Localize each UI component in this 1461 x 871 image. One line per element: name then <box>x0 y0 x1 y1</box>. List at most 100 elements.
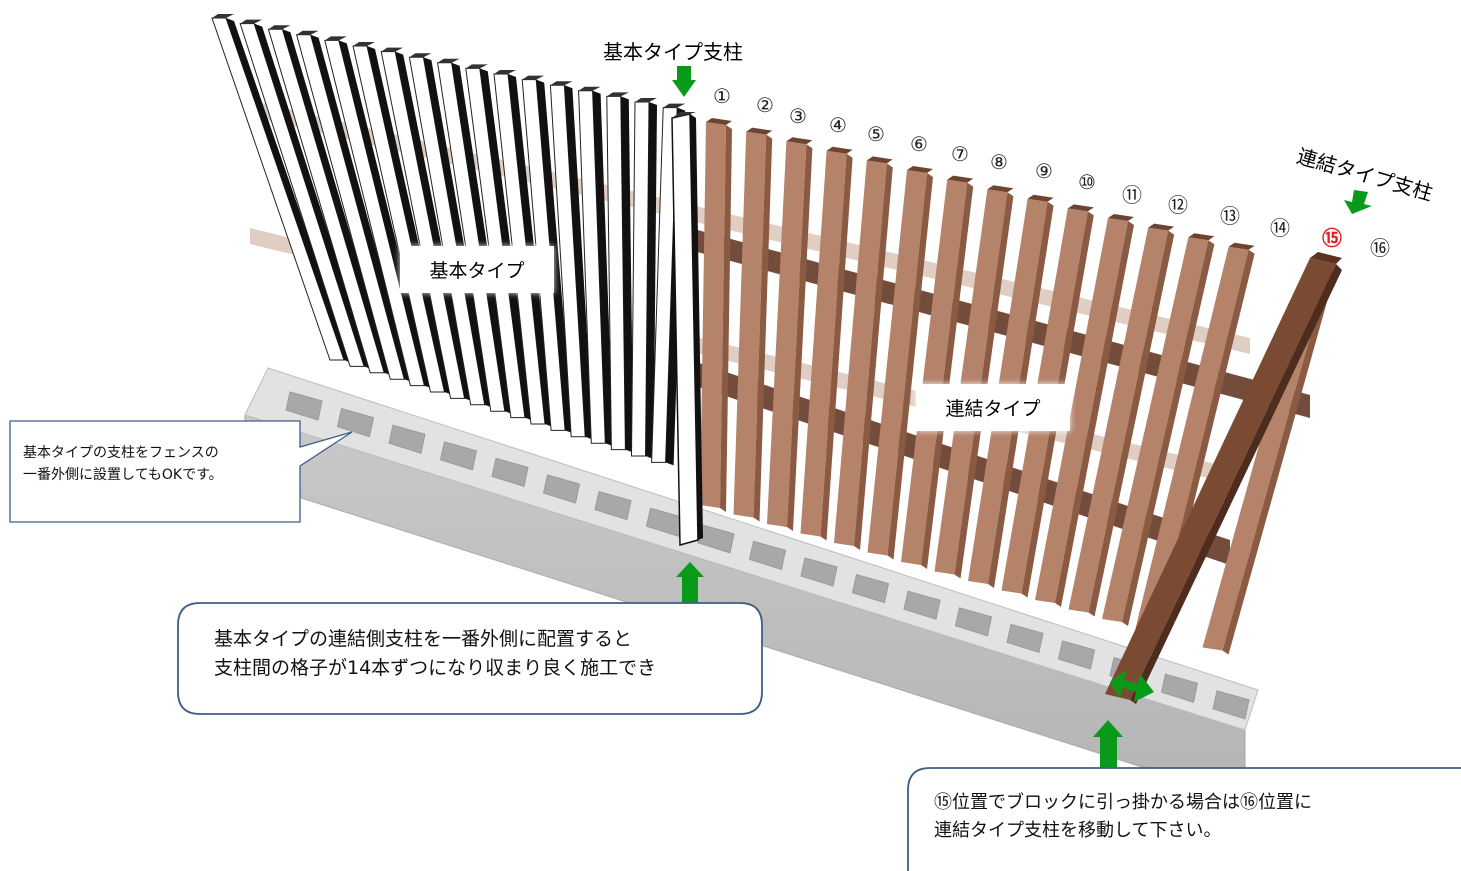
link-slat <box>1035 218 1128 603</box>
basic-slat-top <box>240 19 263 24</box>
link-slat-side <box>1088 230 1175 617</box>
link-slat-side <box>1055 221 1134 607</box>
move-double-arrow <box>1110 670 1154 702</box>
callout-center-line2: 支柱間の格子が14本ずつになり収まり良く施工でき <box>214 657 657 680</box>
basic-slat-top <box>268 25 291 30</box>
link-slat-top <box>1188 233 1215 241</box>
basic-post-label: 基本タイプ支柱 <box>603 40 743 64</box>
link-slat-top <box>706 118 732 125</box>
link-slat-top <box>1228 242 1255 250</box>
block-hole <box>748 540 787 571</box>
block-hole <box>491 457 529 488</box>
link-slat <box>901 179 968 565</box>
callout-right-text: ⑮位置でブロックに引っ掛かる場合は⑯位置に 連結タイプ支柱を移動して下さい。 <box>934 789 1312 845</box>
basic-slat-top <box>324 36 347 41</box>
link-slat-top <box>907 166 933 173</box>
block-hole <box>388 424 426 454</box>
link-slat-side <box>820 153 853 541</box>
basic-slat-side <box>423 57 493 408</box>
slat-number: ④ <box>829 113 847 137</box>
link-slat-side <box>1222 269 1335 655</box>
callout-left-line2: 一番外側に設置してもOKです。 <box>23 466 223 483</box>
basic-slat-side <box>254 23 373 370</box>
link-slat <box>1135 246 1249 632</box>
slat-number: ① <box>713 84 731 108</box>
link-slat <box>867 170 927 556</box>
block-hole <box>645 507 684 537</box>
basic-slat-side <box>479 68 533 421</box>
basic-slat-side <box>451 62 513 415</box>
slat-number: ⑦ <box>951 142 969 166</box>
basic-type-post <box>671 112 703 546</box>
basic-slat-top <box>409 53 432 58</box>
slat-number: ⑫ <box>1168 193 1188 217</box>
arrow-link-post <box>1344 190 1372 214</box>
callout-left <box>9 420 353 523</box>
link-slat-side <box>753 134 773 522</box>
link-type-tag: 連結タイプ <box>916 384 1070 431</box>
slat-number: ⑯ <box>1370 236 1390 260</box>
basic-slat-top <box>606 92 629 97</box>
link-slat-top <box>866 156 893 164</box>
callout-right-line2: 連結タイプ支柱を移動して下さい。 <box>934 819 1222 841</box>
block-hole <box>1212 690 1250 720</box>
slat-number: ⑭ <box>1270 216 1290 240</box>
link-slat-top <box>987 185 1014 193</box>
basic-slat-side <box>645 102 657 459</box>
link-slat <box>934 189 1008 575</box>
block-hole <box>851 573 890 604</box>
callout-center-text: 基本タイプの連結側支柱を一番外側に配置すると 支柱間の格子が14本ずつになり収ま… <box>214 625 656 684</box>
slat-number: ② <box>756 93 774 117</box>
link-slat-side <box>787 144 813 531</box>
basic-slat-top <box>635 98 657 102</box>
link-slat <box>800 150 847 537</box>
basic-slat-side <box>620 96 634 453</box>
basic-slat-side <box>226 18 352 363</box>
slat-number: ⑤ <box>867 122 885 146</box>
link-slat-top <box>746 127 773 135</box>
basic-slat-top <box>578 86 601 91</box>
basic-type-tag: 基本タイプ <box>400 246 554 293</box>
block-hole <box>285 391 323 421</box>
block-hole <box>439 441 478 471</box>
basic-slat-side <box>536 79 574 434</box>
link-slat <box>733 131 767 518</box>
slat-number: ⑪ <box>1122 183 1142 207</box>
block-hole <box>1006 623 1044 654</box>
link-slat-top <box>1027 194 1054 202</box>
callout-left-line1: 基本タイプの支柱をフェンスの <box>23 445 219 461</box>
link-slat <box>1068 227 1169 613</box>
basic-slat-top <box>663 103 686 108</box>
callout-center-line1: 基本タイプの連結側支柱を一番外側に配置すると <box>214 628 633 650</box>
basic-type-slats <box>211 14 686 466</box>
slat-number: ⑨ <box>1035 159 1053 183</box>
slat-number: ⑧ <box>990 150 1008 174</box>
callout-right-line1: ⑮位置でブロックに引っ掛かる場合は⑯位置に <box>934 792 1312 813</box>
slat-number: ③ <box>789 104 807 128</box>
link-slat <box>1102 237 1209 622</box>
block-hole <box>594 490 632 521</box>
block-hole <box>954 607 993 637</box>
basic-slat-top <box>353 42 375 46</box>
block-hole <box>1160 673 1199 703</box>
block-hole <box>542 474 581 504</box>
basic-slat-side <box>564 85 594 440</box>
basic-slat-top <box>212 14 234 18</box>
slat-number: ⑬ <box>1220 204 1240 228</box>
rail-upper <box>690 228 1310 418</box>
basic-slat-side <box>338 40 433 389</box>
basic-slat-side <box>367 46 453 395</box>
basic-slat-side <box>310 34 413 383</box>
link-slat <box>834 160 887 546</box>
link-slat-top <box>1148 223 1175 231</box>
link-slat-top <box>826 146 853 154</box>
basic-slat-top <box>437 58 460 63</box>
basic-slat-side <box>395 51 473 402</box>
callout-center <box>177 602 763 715</box>
basic-slat-side <box>592 90 614 447</box>
link-type-post <box>1105 252 1342 704</box>
slat-number: ⑥ <box>910 132 928 156</box>
block-hole <box>336 407 375 438</box>
